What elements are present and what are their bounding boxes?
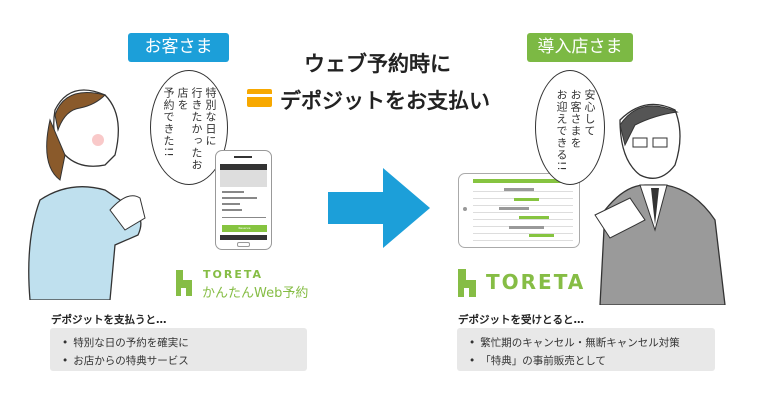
phone-mockup: Reserve (215, 150, 272, 250)
benefit-item: お店からの特典サービス (62, 352, 295, 370)
title-line2: デポジットをお支払い (280, 89, 490, 113)
customer-brand: TORETA (203, 268, 264, 281)
customer-speech-bubble: 特別な日に行きたかったお店を予約できた!! (150, 70, 228, 185)
customer-badge: お客さま (128, 33, 229, 62)
store-badge: 導入店さま (527, 33, 633, 62)
title-line1: ウェブ予約時に (304, 52, 451, 76)
store-bubble-text: 安心してお客さまをお迎えできる!! (555, 89, 596, 172)
benefit-item: 「特典」の事前販売として (469, 352, 703, 370)
customer-product-name: かんたんWeb予約 (202, 286, 309, 301)
toreta-logo-icon (458, 269, 476, 297)
store-benefits-list: 繁忙期のキャンセル・無断キャンセル対策 「特典」の事前販売として (457, 328, 715, 371)
benefit-item: 特別な日の予約を確実に (62, 334, 295, 352)
store-benefits-heading: デポジットを受けとると… (458, 314, 584, 326)
store-brand: TORETA (486, 270, 586, 294)
tablet-mockup (458, 173, 580, 248)
arrow-right-icon (328, 168, 430, 248)
benefit-item: 繁忙期のキャンセル・無断キャンセル対策 (469, 334, 703, 352)
customer-benefits-heading: デポジットを支払うと… (51, 314, 167, 326)
customer-illustration (28, 89, 146, 300)
card-icon (247, 89, 272, 107)
phone-reserve-button: Reserve (222, 225, 267, 232)
customer-bubble-text: 特別な日に行きたかったお店を予約できた!! (162, 87, 217, 171)
toreta-logo-icon (176, 270, 192, 296)
store-speech-bubble: 安心してお客さまをお迎えできる!! (535, 70, 605, 185)
store-illustration (594, 103, 726, 305)
customer-benefits-list: 特別な日の予約を確実に お店からの特典サービス (50, 328, 307, 371)
